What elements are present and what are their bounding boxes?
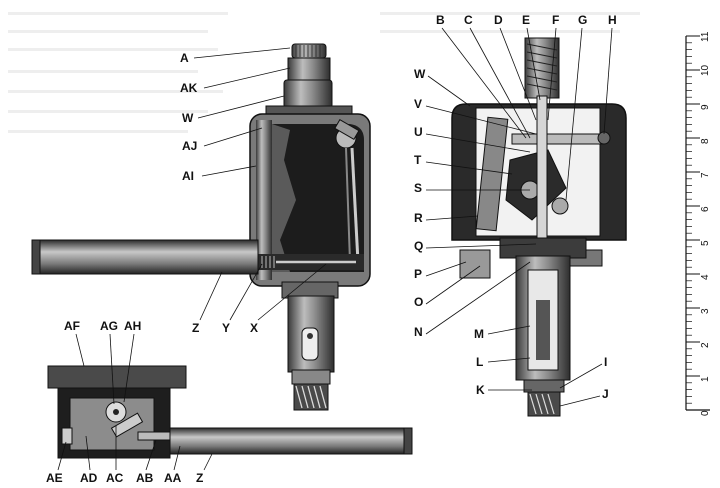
leader-X	[257, 263, 327, 321]
ruler-number: 1	[700, 376, 711, 382]
leader-AH	[123, 333, 135, 403]
label-M: M	[474, 327, 484, 341]
ruler-number: 0	[700, 410, 711, 416]
ruler-number: 10	[700, 64, 711, 76]
label-H: H	[608, 13, 617, 27]
ruler-number: 9	[700, 104, 711, 110]
label-AH: AH	[124, 319, 141, 333]
leader-N	[425, 261, 531, 335]
label-Q: Q	[414, 239, 423, 253]
leader-G	[565, 27, 583, 201]
ruler-number: 8	[700, 138, 711, 144]
leader-W-left	[197, 95, 285, 119]
label-W-left: W	[182, 111, 194, 125]
distributor-sectional-view	[451, 37, 627, 417]
leader-AI	[201, 165, 257, 177]
leader-AB	[145, 439, 157, 471]
ruler-number: 3	[700, 308, 711, 314]
leader-AK	[203, 67, 291, 89]
leader-Z-bottom	[203, 453, 213, 471]
label-O: O	[414, 295, 423, 309]
leader-V	[425, 105, 537, 135]
leader-D	[499, 27, 537, 121]
label-AD: AD	[80, 471, 98, 485]
leader-R	[425, 215, 479, 221]
leader-H	[603, 27, 613, 135]
leader-AJ	[203, 127, 263, 147]
label-Z-left: Z	[192, 321, 199, 335]
ruler-number: 7	[700, 172, 711, 178]
label-U: U	[414, 125, 423, 139]
label-L: L	[476, 355, 483, 369]
leader-A	[193, 47, 291, 59]
leader-P	[425, 261, 467, 277]
leader-W-right	[427, 75, 471, 107]
leader-B	[441, 27, 527, 139]
ruler-number: 5	[700, 240, 711, 246]
leader-U	[425, 133, 531, 153]
label-A: A	[180, 51, 189, 65]
label-AF: AF	[64, 319, 80, 333]
distributor-side-view	[31, 43, 371, 411]
label-J: J	[602, 387, 609, 401]
label-AB: AB	[136, 471, 154, 485]
ruler-number: 4	[700, 274, 711, 280]
label-I: I	[604, 355, 607, 369]
leader-C	[469, 27, 531, 139]
label-AE: AE	[46, 471, 63, 485]
leader-I	[559, 363, 603, 389]
label-Y: Y	[222, 321, 230, 335]
label-W-right: W	[414, 67, 426, 81]
label-AC: AC	[106, 471, 124, 485]
label-F: F	[552, 13, 559, 27]
label-K: K	[476, 383, 485, 397]
leader-AG	[109, 333, 115, 405]
label-E: E	[522, 13, 530, 27]
label-AJ: AJ	[182, 139, 197, 153]
label-N: N	[414, 325, 423, 339]
leader-AD	[85, 435, 91, 471]
callout-labels: A AK W AJ AI Z Y X B C D E F G H W V	[46, 13, 617, 485]
bleed-through-text	[8, 12, 640, 133]
label-AI: AI	[182, 169, 194, 183]
ruler-number: 2	[700, 342, 711, 348]
label-AK: AK	[180, 81, 198, 95]
label-S: S	[414, 181, 422, 195]
label-V: V	[414, 97, 422, 111]
ruler-number: 6	[700, 206, 711, 212]
label-AA: AA	[164, 471, 182, 485]
leader-Q	[425, 243, 537, 249]
leader-AA	[173, 445, 181, 471]
label-B: B	[436, 13, 445, 27]
ruler-number: 11	[700, 31, 711, 42]
leader-O	[425, 265, 481, 305]
leader-L	[487, 357, 531, 363]
label-P: P	[414, 267, 422, 281]
leader-Z-left	[199, 271, 223, 321]
label-G: G	[578, 13, 587, 27]
leader-F	[547, 27, 557, 121]
leader-T	[425, 161, 513, 175]
label-R: R	[414, 211, 423, 225]
label-X: X	[250, 321, 258, 335]
distributor-plan-view	[47, 365, 413, 459]
leader-AE	[57, 441, 67, 471]
leader-E	[526, 27, 541, 101]
label-Z-bottom: Z	[196, 471, 203, 485]
label-AG: AG	[100, 319, 118, 333]
scale-ruler: 0 1 2 3 4 5 6 7 8 9 10 11	[685, 31, 711, 416]
leader-AF	[75, 333, 85, 367]
leader-M	[487, 325, 531, 335]
label-C: C	[464, 13, 473, 27]
label-D: D	[494, 13, 503, 27]
leader-J	[559, 395, 601, 407]
label-T: T	[414, 153, 422, 167]
leader-Y	[229, 263, 263, 321]
